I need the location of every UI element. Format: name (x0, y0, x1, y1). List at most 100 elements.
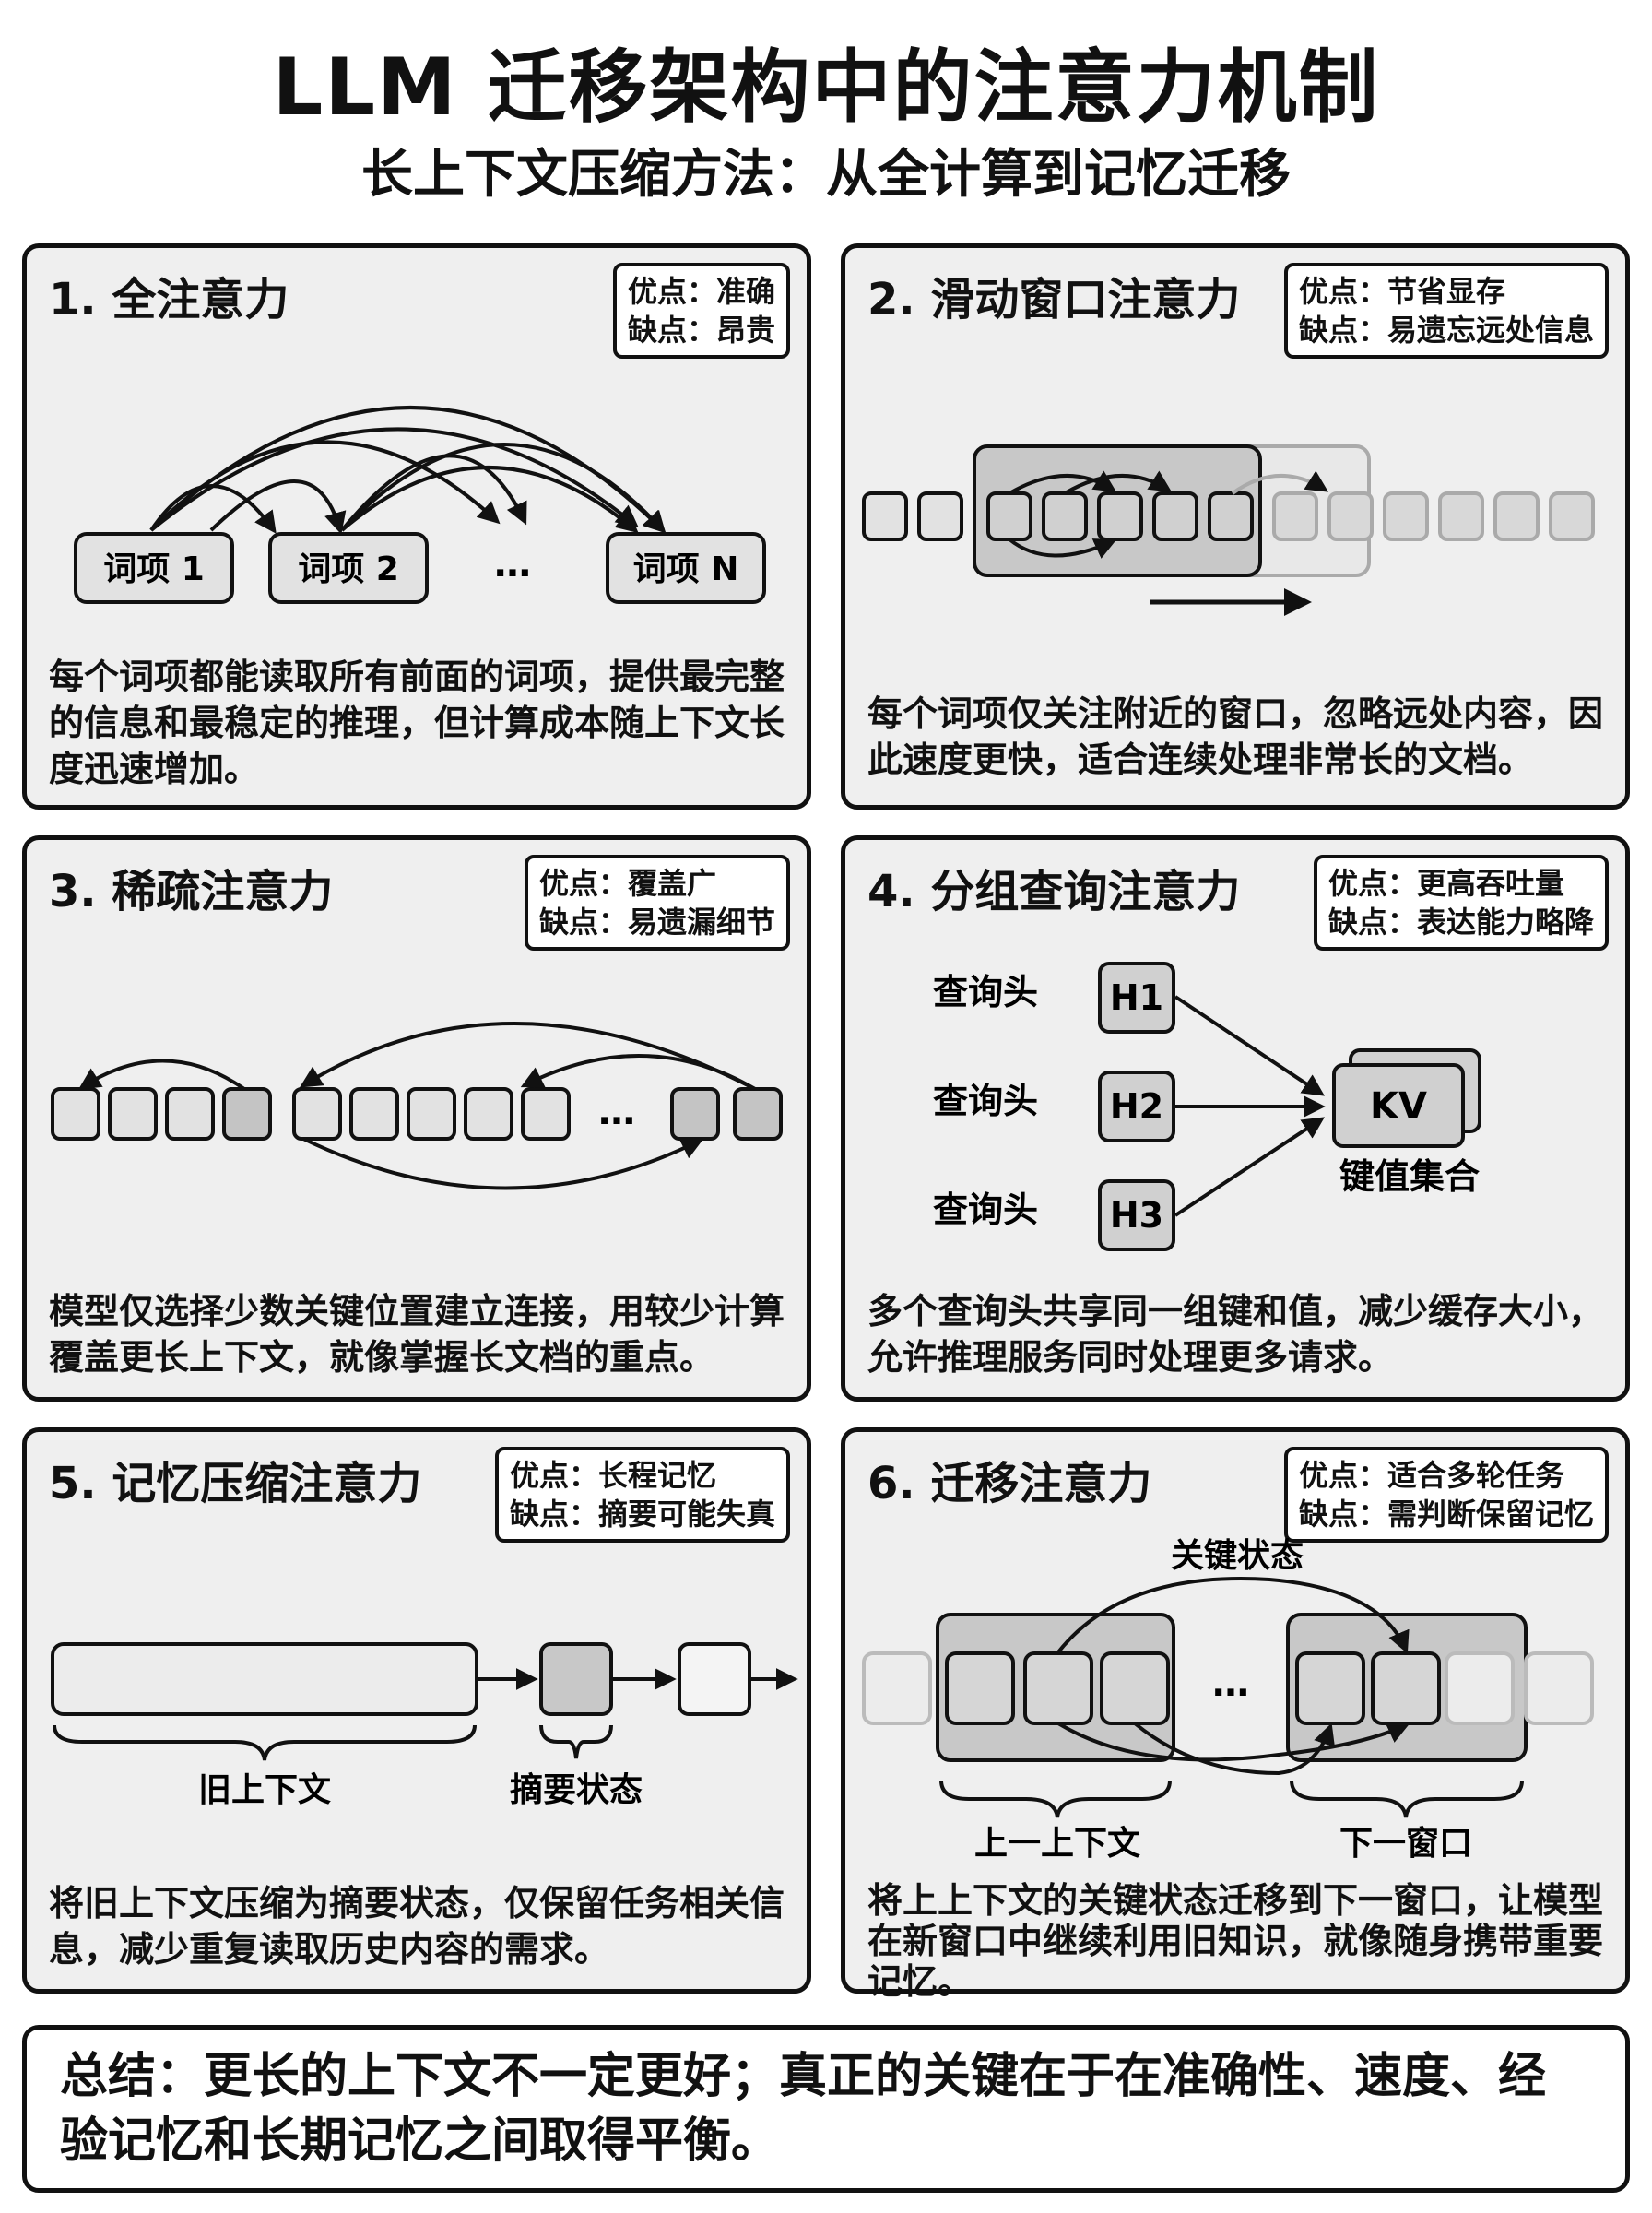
token-cell (733, 1087, 783, 1141)
token-1-box: 词项 1 (74, 532, 234, 604)
token-cell (1042, 491, 1088, 541)
token-n-box: 词项 N (606, 532, 766, 604)
panel-title: 2. 滑动窗口注意力 (867, 274, 1241, 325)
kv-caption: 键值集合 (1339, 1156, 1480, 1197)
head-to-kv-arrow (1174, 1117, 1326, 1217)
svg-text:H1: H1 (1110, 977, 1163, 1018)
token-cell (1549, 491, 1595, 541)
prev-context-brace (939, 1780, 1172, 1818)
query-head-label: 查询头 (933, 1189, 1038, 1230)
next-window-brace (1290, 1780, 1524, 1818)
attention-arc (340, 466, 639, 534)
pros-cons-box: 优点：适合多轮任务 缺点：需判断保留记忆 (1283, 1447, 1609, 1543)
token-cell (1208, 491, 1254, 541)
attention-arc (209, 479, 347, 535)
attention-arc (299, 1022, 756, 1091)
token-cell (1445, 1651, 1515, 1725)
token-cell (1152, 491, 1198, 541)
token-cell (1295, 1651, 1365, 1725)
old-context-bar (51, 1642, 478, 1716)
token-cell (521, 1087, 571, 1141)
token-cell (51, 1087, 100, 1141)
token-cell (670, 1087, 720, 1141)
pros-text: 优点：准确 (627, 274, 775, 309)
key-state-arc (1056, 1722, 1410, 1762)
svg-text:KV: KV (1370, 1085, 1427, 1128)
token-label: 词项 N (633, 550, 739, 588)
token-label: 词项 1 (103, 550, 205, 588)
token-cell (1100, 1651, 1170, 1725)
pros-text: 优点：长程记忆 (509, 1458, 716, 1493)
token-cell (1493, 491, 1540, 541)
attention-arc (302, 1137, 704, 1190)
token-cell (464, 1087, 513, 1141)
token-cell (1328, 491, 1374, 541)
page-subtitle: 长上下文压缩方法：从全计算到记忆迁移 (361, 145, 1291, 205)
panel-description: 将旧上下文压缩为摘要状态，仅保留任务相关信息，减少重复读取历史内容的需求。 (49, 1883, 785, 1970)
summary-box: 总结：更长的上下文不一定更好；真正的关键在于在准确性、速度、经验记忆和长期记忆之… (22, 2025, 1630, 2193)
cons-text: 缺点：昂贵 (627, 313, 775, 348)
panel-sparse-attention: 3. 稀疏注意力 优点：覆盖广 缺点：易遗漏细节 … (22, 835, 811, 1402)
attention-arc (77, 1059, 246, 1091)
old-context-brace (53, 1724, 477, 1761)
panel-memory-compression: 5. 记忆压缩注意力 优点：长程记忆 缺点：摘要可能失真 旧上下文 摘要状态 将… (22, 1427, 811, 1994)
token-cell (1097, 491, 1143, 541)
token-cell (407, 1087, 456, 1141)
attention-arc (149, 406, 667, 534)
pros-text: 优点：适合多轮任务 (1298, 1458, 1564, 1493)
panel-sliding-window: 2. 滑动窗口注意力 优点：节省显存 缺点：易遗忘远处信息 (841, 243, 1630, 810)
pros-cons-box: 优点：覆盖广 缺点：易遗漏细节 (524, 855, 790, 951)
next-window-frame (1175, 444, 1371, 577)
attention-arc (149, 484, 277, 534)
token-cell (1371, 1651, 1441, 1725)
cons-text: 缺点：易遗漏细节 (538, 905, 775, 940)
query-head-h3: H3 (1098, 1179, 1175, 1251)
pros-cons-box: 优点：准确 缺点：昂贵 (612, 263, 790, 359)
head-to-kv-arrow (1174, 995, 1325, 1096)
attention-arc (1063, 470, 1173, 495)
token-ellipsis: … (598, 1091, 635, 1133)
panel-full-attention: 1. 全注意力 优点：准确 缺点：昂贵 词项 1 词项 2 … (22, 243, 811, 810)
token-cell (1524, 1651, 1594, 1725)
key-state-label: 关键状态 (1171, 1537, 1304, 1575)
token-cell (222, 1087, 272, 1141)
page-title: LLM 迁移架构中的注意力机制 (272, 41, 1380, 134)
panel-title: 4. 分组查询注意力 (867, 866, 1241, 917)
attention-arc (149, 427, 639, 532)
cons-text: 缺点：摘要可能失真 (509, 1497, 775, 1532)
window-ellipsis: … (1212, 1663, 1249, 1705)
query-head-h2: H2 (1098, 1071, 1175, 1142)
summary-state-brace (539, 1724, 613, 1759)
token-cell (292, 1087, 342, 1141)
token-label: 词项 2 (298, 550, 399, 588)
pros-text: 优点：覆盖广 (538, 866, 716, 901)
panel-description: 模型仅选择少数关键位置建立连接，用较少计算覆盖更长上下文，就像掌握长文档的重点。 (49, 1291, 785, 1378)
old-context-label: 旧上下文 (198, 1771, 331, 1809)
summary-state-box (539, 1642, 613, 1716)
prev-context-label: 上一上下文 (974, 1825, 1140, 1863)
cons-text: 缺点：表达能力略降 (1328, 905, 1594, 940)
token-ellipsis: … (494, 543, 531, 586)
token-2-box: 词项 2 (268, 532, 429, 604)
kv-box: KV (1332, 1048, 1481, 1148)
query-head-label: 查询头 (933, 972, 1038, 1012)
pros-cons-box: 优点：节省显存 缺点：易遗忘远处信息 (1283, 263, 1609, 359)
cons-text: 缺点：易遗忘远处信息 (1298, 313, 1594, 348)
pros-cons-box: 优点：更高吞吐量 缺点：表达能力略降 (1313, 855, 1609, 951)
cons-text: 缺点：需判断保留记忆 (1298, 1497, 1594, 1532)
panel-description: 将上上下文的关键状态迁移到下一窗口，让模型在新窗口中继续利用旧知识，就像随身携带… (867, 1880, 1604, 2002)
token-cell (1023, 1651, 1093, 1725)
query-head-label: 查询头 (933, 1081, 1038, 1121)
attention-arc (1231, 470, 1329, 495)
attention-arc (340, 443, 667, 534)
summary-state-label: 摘要状态 (510, 1770, 643, 1809)
panel-title: 5. 记忆压缩注意力 (49, 1458, 422, 1509)
token-cell (1383, 491, 1429, 541)
token-cell (1438, 491, 1484, 541)
token-cell (862, 491, 908, 541)
attention-arc (149, 440, 501, 532)
next-window-frame (1286, 1613, 1528, 1762)
token-cell (108, 1087, 158, 1141)
panel-description: 每个词项都能读取所有前面的词项，提供最完整的信息和最稳定的推理，但计算成本随上下… (49, 657, 785, 789)
key-state-arc (1133, 1722, 1336, 1776)
